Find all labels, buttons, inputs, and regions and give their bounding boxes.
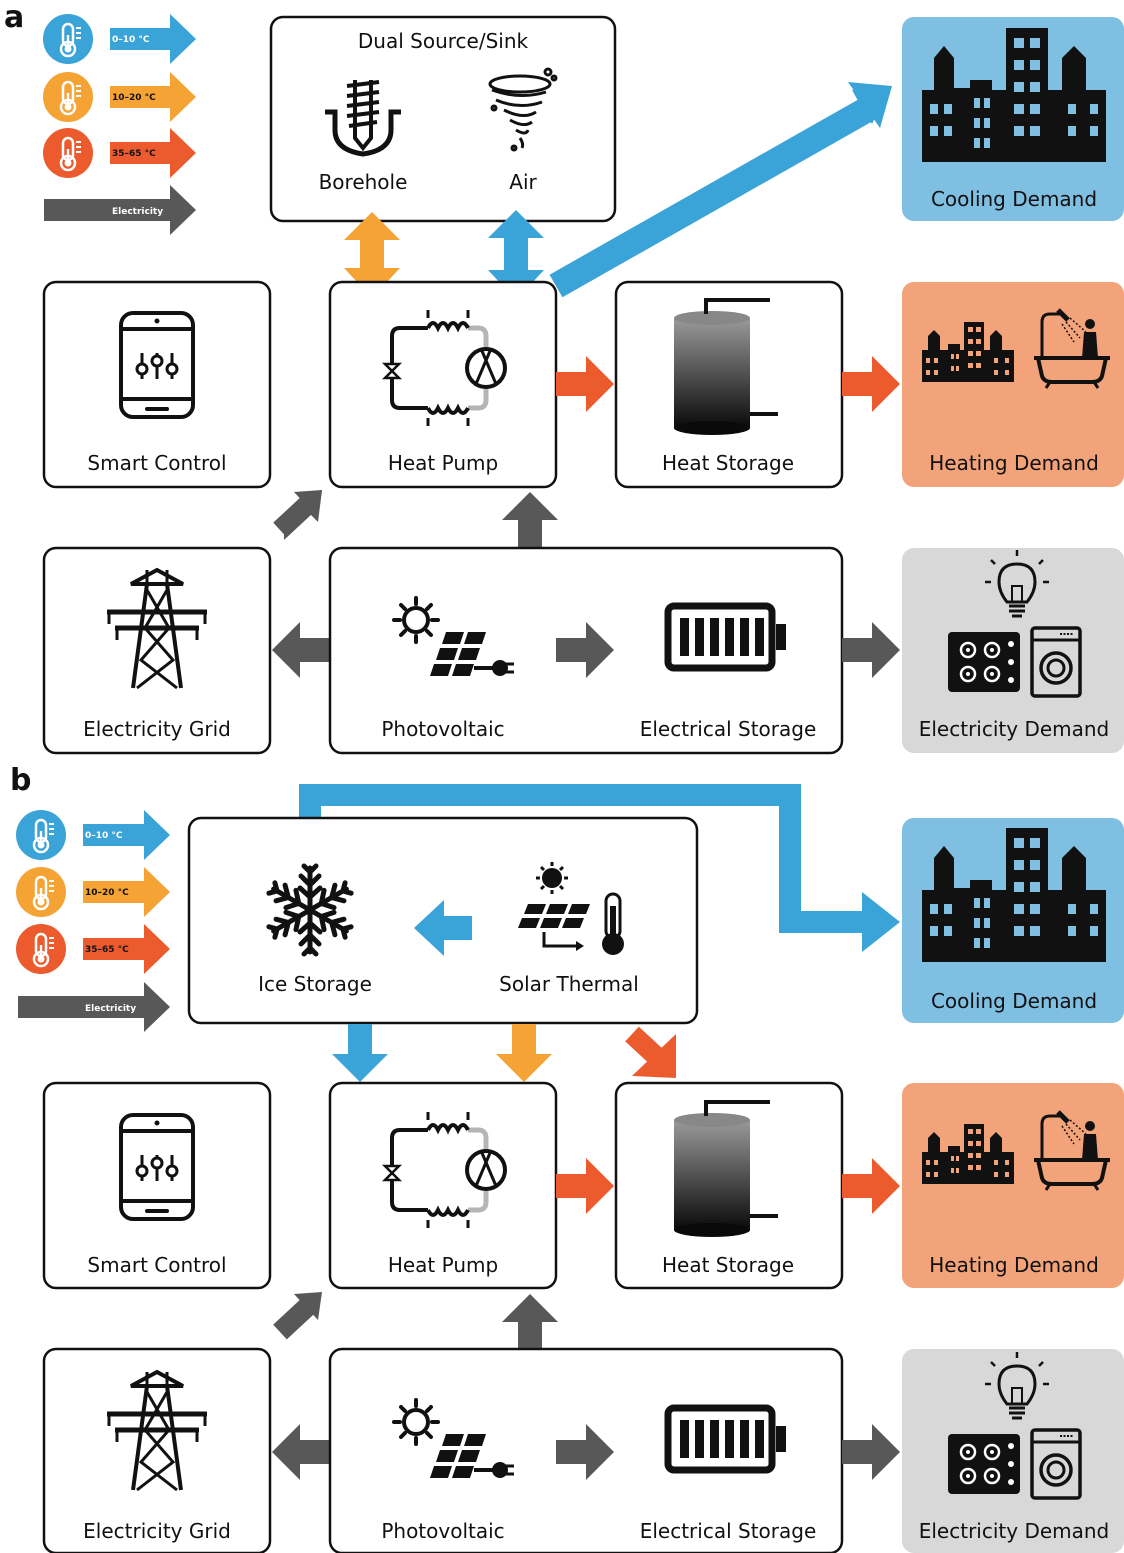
smart-control-label: Smart Control <box>87 1253 226 1277</box>
electricity-demand-label: Electricity Demand <box>919 1519 1110 1543</box>
panel-b-letter: b <box>10 763 31 798</box>
borehole-label: Borehole <box>319 170 408 194</box>
smart-control-label: Smart Control <box>87 451 226 475</box>
legend-mid-label: 10–20 °C <box>85 888 129 898</box>
arrow-hp-to-cooling-shaft <box>549 98 873 298</box>
legend-cold-label: 0–10 °C <box>112 35 150 45</box>
heat-pump-label: Heat Pump <box>388 1253 498 1277</box>
panel-a-letter: a <box>4 0 24 35</box>
legend-mid-arrow <box>110 72 196 122</box>
smart-control-box <box>42 1081 272 1290</box>
electricity-grid-box <box>42 546 272 755</box>
dual-source-box <box>269 15 617 223</box>
arrow-solar-to-storage-head <box>632 1034 676 1078</box>
arrow-grid-to-control-head <box>294 1292 322 1320</box>
pipe-ice-to-cooling-head <box>862 892 900 952</box>
heating-demand-label: Heating Demand <box>929 1253 1099 1277</box>
arrow-pv-to-hp <box>502 492 558 548</box>
panel-b: b 0–10 °C 10–20 °C 35–65 °C Electricity … <box>10 763 1124 1553</box>
electrical-storage-label: Electrical Storage <box>640 717 817 741</box>
heating-demand-box <box>902 1083 1124 1288</box>
heat-pump-label: Heat Pump <box>388 451 498 475</box>
photovoltaic-label: Photovoltaic <box>381 1519 504 1543</box>
arrow-storage-to-demand <box>842 622 900 678</box>
legend-hot-label: 35–65 °C <box>85 945 129 955</box>
arrow-pv-to-grid <box>272 622 330 678</box>
dual-source-title: Dual Source/Sink <box>358 29 529 53</box>
heat-storage-label: Heat Storage <box>662 1253 794 1277</box>
arrow-storage-to-heating <box>842 1158 900 1214</box>
electrical-storage-label: Electrical Storage <box>640 1519 817 1543</box>
arrow-grid-to-control-shaft <box>273 1298 315 1340</box>
arrow-solar-to-hp <box>496 1024 552 1082</box>
legend-mid-arrow <box>83 867 170 917</box>
legend-hot-label: 35–65 °C <box>112 149 156 159</box>
solar-thermal-label: Solar Thermal <box>499 972 639 996</box>
ice-storage-label: Ice Storage <box>258 972 372 996</box>
cooling-demand-label: Cooling Demand <box>931 187 1097 211</box>
arrow-storage-to-heating <box>842 356 900 412</box>
arrow-hp-to-storage <box>556 356 614 412</box>
legend-cold-arrow <box>110 14 196 64</box>
legend-mid-label: 10–20 °C <box>112 93 156 103</box>
electricity-demand-label: Electricity Demand <box>919 717 1110 741</box>
panel-a: a 0–10 °C 10–20 °C 35–65 °C Electricity … <box>4 0 1124 755</box>
pipe-ice-to-cooling <box>299 784 866 933</box>
arrow-borehole-hp <box>344 212 400 298</box>
photovoltaic-label: Photovoltaic <box>381 717 504 741</box>
arrow-hp-to-storage <box>556 1158 614 1214</box>
legend-hot-arrow <box>110 128 196 178</box>
arrow-pv-to-battery <box>556 1424 614 1480</box>
legend-electricity-arrow <box>44 185 196 235</box>
air-label: Air <box>509 170 537 194</box>
legend-hot-arrow <box>83 924 170 974</box>
smart-control-box <box>42 280 272 489</box>
legend-cold-label: 0–10 °C <box>85 831 123 841</box>
legend-b: 0–10 °C 10–20 °C 35–65 °C Electricity <box>16 810 170 1032</box>
legend-cold-arrow <box>83 810 170 860</box>
legend-electricity-arrow <box>18 982 170 1032</box>
arrow-storage-to-demand <box>842 1424 900 1480</box>
cooktop-icon <box>946 1432 1022 1496</box>
electricity-grid-label: Electricity Grid <box>83 1519 231 1543</box>
heating-demand-box <box>902 282 1124 487</box>
arrow-pv-to-hp <box>502 1294 558 1350</box>
arrow-pv-to-grid <box>272 1424 330 1480</box>
arrow-grid-to-control-head <box>294 490 322 518</box>
legend-a: 0–10 °C 10–20 °C 35–65 °C Electricity <box>43 14 196 235</box>
arrow-pv-to-battery <box>556 622 614 678</box>
arrow-hp-to-cooling-head <box>848 82 892 128</box>
arrow-solar-to-ice <box>414 900 472 956</box>
heating-demand-label: Heating Demand <box>929 451 1099 475</box>
arrow-ice-to-hp <box>332 1024 388 1082</box>
arrow-air-hp <box>488 210 544 300</box>
electricity-grid-label: Electricity Grid <box>83 717 231 741</box>
heat-storage-label: Heat Storage <box>662 451 794 475</box>
legend-electricity-label: Electricity <box>85 1004 136 1014</box>
legend-electricity-label: Electricity <box>112 207 163 217</box>
cooling-demand-label: Cooling Demand <box>931 989 1097 1013</box>
electricity-grid-box <box>42 1347 272 1553</box>
arrow-grid-to-control-shaft <box>273 496 315 538</box>
cooktop-icon <box>946 630 1022 694</box>
